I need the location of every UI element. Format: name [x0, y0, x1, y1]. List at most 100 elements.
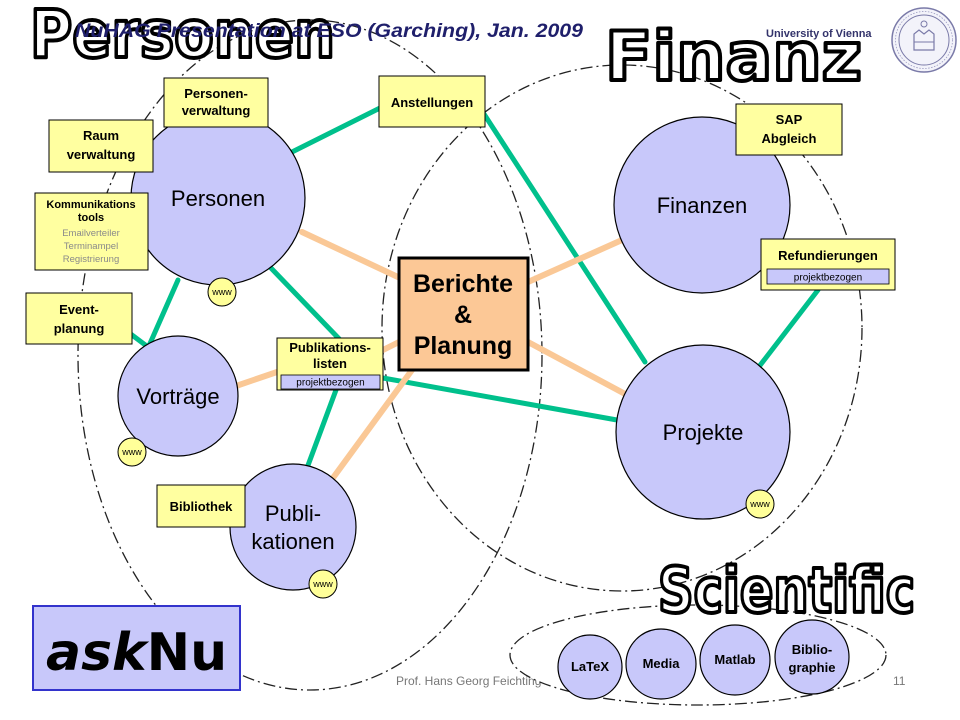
www-badge-projekte-label: www	[749, 499, 770, 509]
connection-publikationen-berichte	[327, 367, 415, 485]
node-projekte-circle	[615, 344, 791, 520]
scientific-tool-bibliographie: Biblio- graphie	[774, 619, 850, 695]
label-refundierungen-tag-box	[766, 268, 890, 285]
label-refundierungen-tag: projektbezogen	[794, 273, 862, 284]
label-eventplanung-line2: planung	[54, 321, 105, 336]
label-raumverwaltung-line1: Raum	[83, 128, 119, 143]
connection-personen-vortraege	[145, 277, 181, 351]
www-badge-vortraege-label: www	[121, 447, 142, 457]
asknu-logo-text: askNu	[46, 623, 227, 683]
label-bibliothek-text: Bibliothek	[170, 499, 234, 514]
www-badge-publikationen[interactable]	[308, 569, 338, 599]
label-raumverwaltung-line2: verwaltung	[67, 147, 136, 162]
scientific-tool-matlab: Matlab	[699, 624, 771, 696]
www-badge-publikationen-label: www	[312, 579, 333, 589]
scientific-tool-matlab-label: Matlab	[714, 652, 755, 667]
section-title-finanz: Finanz	[605, 18, 862, 97]
node-finanzen-circle	[613, 116, 791, 294]
label-publikationslisten-line2: listen	[313, 356, 347, 371]
scientific-tool-latex-label: LaTeX	[571, 659, 609, 674]
footer-author: Prof. Hans Georg Feichting	[396, 674, 541, 688]
connection-publikationslisten-publikationen	[304, 387, 339, 471]
node-finanzen-label: Finanzen	[657, 193, 748, 218]
www-link-icon[interactable]: www	[117, 437, 147, 467]
label-publikationslisten: Publikations- listen projektbezogen	[276, 337, 384, 391]
connection-personen-anstellungen	[289, 105, 383, 155]
label-kommunikationstools-line2: tools	[78, 212, 104, 224]
www-badge-projekte[interactable]	[745, 489, 775, 519]
center-box-line3: Planung	[414, 332, 513, 360]
www-link-icon[interactable]: www	[207, 277, 237, 307]
connection-berichte-projekte	[525, 339, 630, 398]
node-publikationen-label-line1: Publi-	[265, 501, 321, 526]
center-box-rect	[397, 256, 530, 372]
scientific-tool-bibliographie-line1: Biblio-	[792, 642, 832, 657]
label-sap-abgleich-line1: SAP	[776, 112, 803, 127]
label-kommunikationstools-line1: Kommunikations	[46, 199, 135, 211]
scientific-tool-latex-circle	[557, 634, 623, 700]
node-publikationen-circle	[229, 463, 357, 591]
footer-page-number: 11	[893, 674, 906, 688]
connection-personen-publikationslisten	[267, 264, 349, 349]
label-sap-abgleich: SAP Abgleich	[735, 103, 843, 156]
university-seal-icon	[891, 7, 957, 73]
university-name: University of Vienna	[766, 28, 872, 40]
label-personenverwaltung-box	[163, 77, 269, 128]
finanz-group-ellipse	[381, 64, 863, 592]
scientific-tool-matlab-circle	[699, 624, 771, 696]
label-publikationslisten-line1: Publikations-	[289, 340, 371, 355]
node-vortraege-label: Vorträge	[136, 384, 219, 409]
label-raumverwaltung-box	[48, 119, 154, 173]
label-anstellungen-text: Anstellungen	[391, 95, 473, 110]
label-kommunikationstools-sub2: Terminampel	[64, 241, 118, 252]
label-sap-abgleich-line2: Abgleich	[762, 131, 817, 146]
section-title-scientific: Scientific	[658, 554, 915, 627]
label-personenverwaltung: Personen- verwaltung	[163, 77, 269, 128]
label-eventplanung-box	[25, 292, 133, 345]
scientific-tool-media: Media	[625, 628, 697, 700]
scientific-tool-bibliographie-circle	[774, 619, 850, 695]
center-box-line2: &	[454, 301, 472, 329]
asknu-logo-nu: Nu	[147, 623, 228, 683]
label-raumverwaltung: Raum verwaltung	[48, 119, 154, 173]
node-projekte: Projekte	[615, 344, 791, 520]
node-finanzen: Finanzen	[613, 116, 791, 294]
node-publikationen-label-line2: kationen	[251, 529, 334, 554]
node-projekte-label: Projekte	[663, 420, 744, 445]
label-sap-abgleich-box	[735, 103, 843, 156]
www-badge-vortraege[interactable]	[117, 437, 147, 467]
www-link-icon[interactable]: www	[308, 569, 338, 599]
label-kommunikationstools: Kommunikations tools Emailverteiler Term…	[34, 192, 149, 271]
www-link-icon[interactable]: www	[745, 489, 775, 519]
node-vortraege-circle	[117, 335, 239, 457]
connection-publikationslisten-projekte	[380, 375, 620, 423]
node-publikationen: Publi- kationen	[229, 463, 357, 591]
label-publikationslisten-tag-box	[280, 374, 381, 390]
label-refundierungen-title: Refundierungen	[778, 248, 878, 263]
label-bibliothek-box	[156, 484, 246, 528]
connection-publikationslisten-berichte	[380, 339, 402, 353]
node-vortraege: Vorträge	[117, 335, 239, 457]
label-anstellungen: Anstellungen	[378, 75, 486, 128]
label-anstellungen-box	[378, 75, 486, 128]
label-refundierungen: Refundierungen projektbezogen	[760, 238, 896, 291]
asknu-logo: askNu	[32, 605, 241, 691]
scientific-tool-latex: LaTeX	[557, 634, 623, 700]
asknu-logo-box	[32, 605, 241, 691]
center-box-line1: Berichte	[413, 270, 513, 298]
section-title-personen: Personen	[30, 0, 335, 73]
connection-finanzen-berichte	[525, 237, 625, 285]
label-bibliothek: Bibliothek	[156, 484, 246, 528]
label-eventplanung: Event- planung	[25, 292, 133, 345]
label-personenverwaltung-line2: verwaltung	[182, 103, 251, 118]
node-personen: Personen	[130, 110, 306, 286]
asknu-logo-ask: ask	[46, 623, 150, 683]
connection-anstellungen-projekte	[481, 111, 648, 365]
center-box-berichte-planung: Berichte & Planung	[397, 256, 530, 372]
label-kommunikationstools-box	[34, 192, 149, 271]
www-badge-personen[interactable]	[207, 277, 237, 307]
label-personenverwaltung-line1: Personen-	[184, 86, 248, 101]
node-personen-label: Personen	[171, 186, 265, 211]
www-badge-personen-label: www	[211, 287, 232, 297]
